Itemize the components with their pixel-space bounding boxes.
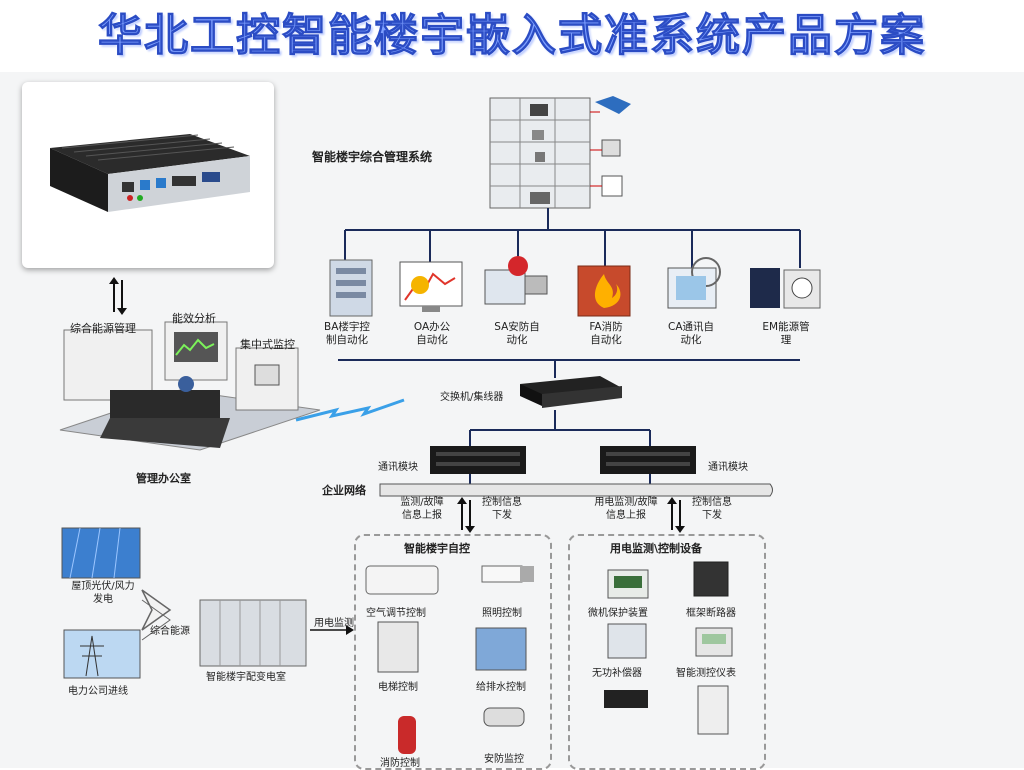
light-bulb-icon: [481, 565, 534, 583]
building-control-group: [354, 534, 552, 770]
solar-label: 屋顶光伏/风力发电: [71, 581, 135, 605]
flow-left-down-label: 控制信息下发: [482, 497, 522, 521]
smart-meter-icon: [695, 627, 733, 657]
item-breaker: 框架断路器: [686, 608, 736, 619]
office-panel-efficiency-label: 能效分析: [172, 312, 216, 325]
subsystem-fa-label: FA消防自动化: [589, 321, 623, 346]
item-fire: 消防控制: [380, 758, 420, 769]
elevator-icon: [377, 621, 419, 673]
digital-display-icon: [604, 690, 648, 708]
top-system-label: 智能楼宇综合管理系统: [312, 150, 433, 164]
security-camera-icon: [484, 256, 548, 305]
reactive-compensator-icon: [607, 623, 647, 659]
comm-module-right-label: 通讯模块: [708, 462, 748, 473]
office-panel-energy-label: 综合能源管理: [70, 322, 136, 335]
box-pc-icon: [50, 134, 250, 212]
subsystem-ca-label: CA通讯自动化: [667, 321, 714, 346]
item-protection-device: 微机保护装置: [588, 608, 648, 619]
circuit-breaker-icon: [693, 561, 729, 597]
wireless-link-icon: [295, 398, 405, 422]
item-water: 给排水控制: [476, 682, 526, 693]
office-panel-monitoring-label: 集中式监控: [240, 338, 295, 351]
subsystem-oa-label: OA办公自动化: [413, 321, 451, 346]
building-icon: [489, 96, 631, 209]
power-tower-icon: [63, 629, 141, 679]
comm-module-left-icon: [430, 446, 526, 474]
item-elevator: 电梯控制: [378, 682, 418, 693]
flow-left-up-label: 监测/故障信息上报: [400, 497, 444, 521]
switch-icon: [520, 376, 622, 408]
flow-right-down-label: 控制信息下发: [692, 497, 732, 521]
fire-extinguisher-icon: [398, 716, 416, 754]
comm-module-left-label: 通讯模块: [378, 462, 418, 473]
grid-label: 电力公司进线: [68, 686, 128, 697]
energy-meter-icon: [750, 268, 821, 309]
substation-cabinet-icon: [199, 599, 307, 667]
switch-label: 交换机/集线器: [440, 392, 504, 403]
comm-monitor-icon: [667, 257, 721, 309]
office-scene-icon: [59, 321, 321, 451]
item-air-conditioning: 空气调节控制: [366, 608, 426, 619]
item-smart-meter: 智能测控仪表: [676, 668, 736, 679]
power-monitor-label: 用电监测: [314, 618, 354, 629]
embedded-box-pc-card: [22, 82, 274, 268]
item-lighting: 照明控制: [482, 608, 522, 619]
subsystem-ba-label: BA楼宇控制自动化: [324, 321, 370, 346]
subsystem-em-label: EM能源管理: [762, 321, 810, 346]
control-cabinet-icon: [697, 685, 729, 735]
solar-panel-icon: [61, 527, 141, 579]
protection-device-icon: [607, 569, 649, 599]
item-compensator: 无功补偿器: [592, 668, 642, 679]
air-conditioner-icon: [365, 565, 439, 595]
monitor-chart-icon: [399, 261, 463, 312]
comm-module-right-icon: [600, 446, 696, 474]
fire-wall-icon: [577, 265, 631, 317]
water-pump-icon: [475, 627, 527, 671]
building-control-title: 智能楼宇自控: [404, 542, 470, 555]
power-control-group: [568, 534, 766, 770]
cctv-camera-icon: [483, 707, 525, 727]
page-title: 华北工控智能楼宇嵌入式准系统产品方案: [0, 0, 1024, 72]
office-label: 管理办公室: [136, 472, 191, 485]
flow-right-up-label: 用电监测/故障信息上报: [594, 497, 658, 521]
power-control-title: 用电监测\控制设备: [610, 542, 703, 555]
server-rack-icon: [329, 259, 373, 317]
enterprise-network-label: 企业网络: [322, 484, 366, 497]
subsystem-sa-label: SA安防自动化: [494, 321, 540, 346]
combined-energy-label: 综合能源: [150, 626, 190, 637]
substation-label: 智能楼宇配变电室: [206, 672, 286, 683]
item-security: 安防监控: [484, 754, 524, 765]
